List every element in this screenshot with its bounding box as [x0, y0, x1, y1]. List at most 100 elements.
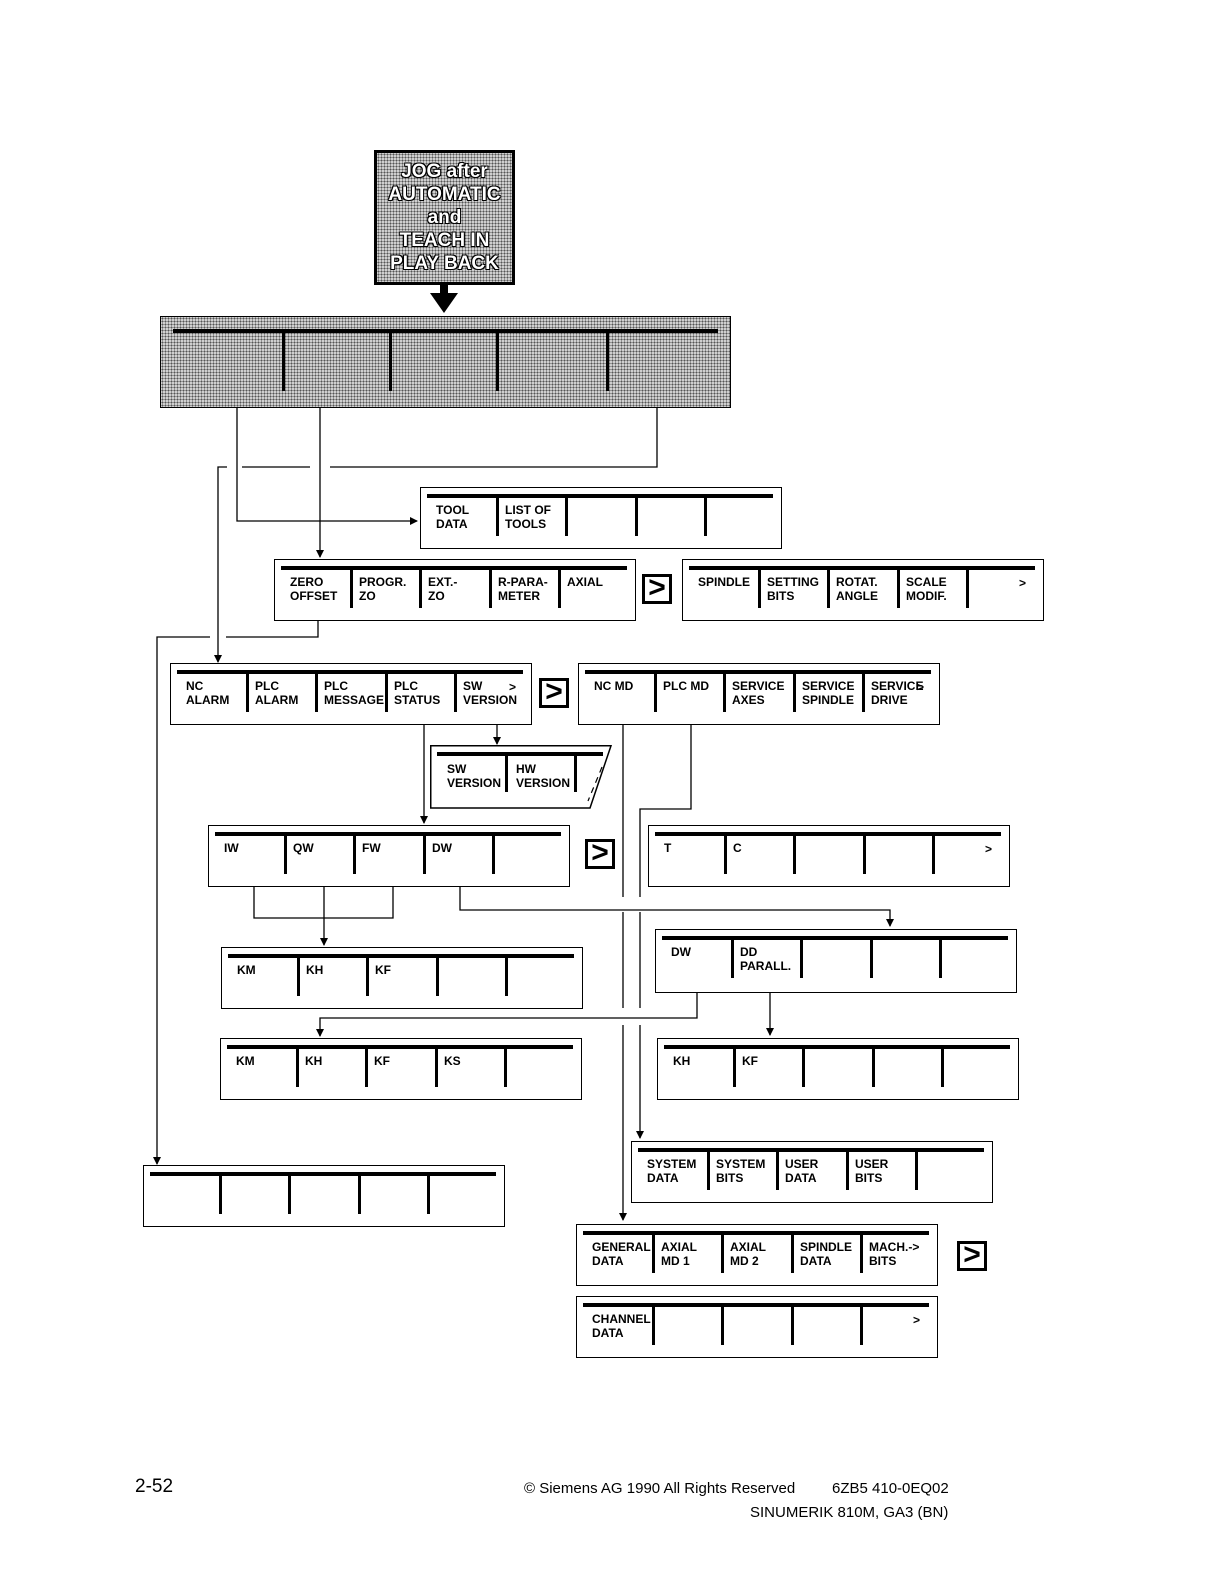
channel-data-menu-key-5[interactable]: > — [913, 1313, 921, 1327]
hw-version-key[interactable]: HW VERSION — [516, 762, 571, 790]
tc-menu-key-2[interactable]: C — [733, 841, 742, 855]
line-to-tool-menu — [236, 408, 418, 525]
nc-md-menu: NC MD PLC MD SERVICE AXES SERVICE SPINDLE SE… — [578, 663, 940, 725]
km-menu-2: KM KH KF KS — [220, 1038, 582, 1100]
spindle-menu-key-5[interactable]: > — [1019, 576, 1027, 590]
kh-kf-menu: KH KF — [657, 1038, 1019, 1100]
softkey-1[interactable] — [282, 329, 285, 391]
nc-md-menu-more-indicator: > — [917, 680, 925, 694]
alarm-menu-key-5[interactable]: SW VERSION — [463, 679, 518, 707]
nc-md-menu-key-2[interactable]: PLC MD — [663, 679, 709, 693]
line-right-branch — [330, 408, 658, 468]
km-menu-2-key-1[interactable]: KM — [236, 1054, 255, 1068]
km-menu-1-key-1[interactable]: KM — [237, 963, 256, 977]
alarm-menu: NC ALARM PLC ALARM PLC MESSAGE PLC STATUS SW… — [170, 663, 532, 725]
km-menu-2-key-4[interactable]: KS — [444, 1054, 461, 1068]
system-data-menu-key-3[interactable]: USER DATA — [785, 1157, 819, 1185]
main-arrow — [430, 285, 458, 313]
more-arrow-alarm[interactable]: > — [539, 677, 569, 708]
copyright: © Siemens AG 1990 All Rights Reserved — [524, 1480, 796, 1497]
line-to-empty-menu — [153, 636, 210, 1165]
dw-menu-key-2[interactable]: DD PARALL. — [740, 945, 792, 973]
product-name: SINUMERIK 810M, GA3 (BN) — [750, 1504, 949, 1521]
general-data-menu: GENERAL DATA AXIAL MD 1 AXIAL MD 2 SPINDLE … — [576, 1224, 938, 1286]
jog-line-5: PLAY BACK — [390, 253, 499, 274]
alarm-menu-key-2[interactable]: PLC ALARM — [255, 679, 299, 707]
tc-menu-key-5[interactable]: > — [985, 842, 993, 856]
nc-md-menu-key-3[interactable]: SERVICE AXES — [732, 679, 785, 707]
tc-menu-key-1[interactable]: T — [664, 841, 672, 855]
order-number: 6ZB5 410-0EQ02 — [832, 1480, 949, 1497]
channel-data-menu: CHANNEL DATA > — [576, 1296, 938, 1358]
zero-offset-menu: ZERO OFFSET PROGR. ZO EXT.- ZO R-PARA- METE… — [274, 559, 636, 621]
general-data-menu-key-4[interactable]: SPINDLE DATA — [800, 1240, 853, 1268]
spindle-menu-key-4[interactable]: SCALE MODIF. — [906, 575, 947, 603]
line-plcmd-a — [639, 725, 692, 897]
more-arrow-general[interactable]: > — [957, 1240, 987, 1271]
general-data-menu-key-1[interactable]: GENERAL DATA — [592, 1240, 651, 1268]
iw-menu-key-2[interactable]: QW — [293, 841, 314, 855]
km-menu-1-key-2[interactable]: KH — [306, 963, 324, 977]
alarm-menu-key-1[interactable]: NC ALARM — [186, 679, 230, 707]
general-data-menu-key-5[interactable]: MACH.-> BITS — [869, 1240, 920, 1268]
jog-line-2: AUTOMATIC — [388, 184, 501, 205]
jog-line-3: and — [427, 207, 462, 228]
kh-kf-menu-key-2[interactable]: KF — [742, 1054, 758, 1068]
zero-offset-menu-key-5[interactable]: AXIAL — [567, 575, 603, 589]
spindle-menu-key-3[interactable]: ROTAT. ANGLE — [836, 575, 878, 603]
spindle-menu-key-2[interactable]: SETTING BITS — [767, 575, 820, 603]
sw-version-menu: SW VERSION HW VERSION — [430, 745, 612, 809]
system-data-menu-key-1[interactable]: SYSTEM DATA — [647, 1157, 697, 1185]
softkey-4[interactable] — [606, 329, 609, 391]
tool-menu: TOOL DATA LIST OF TOOLS — [420, 487, 782, 549]
tool-menu-key-2[interactable]: LIST OF TOOLS — [505, 503, 551, 531]
channel-data-menu-key-1[interactable]: CHANNEL DATA — [592, 1312, 651, 1340]
nc-md-menu-key-1[interactable]: NC MD — [594, 679, 634, 693]
nc-md-menu-key-4[interactable]: SERVICE SPINDLE — [802, 679, 855, 707]
iw-menu-key-4[interactable]: DW — [432, 841, 452, 855]
more-arrow-zero[interactable]: > — [642, 573, 672, 604]
dw-menu: DW DD PARALL. — [655, 929, 1017, 993]
general-data-menu-key-3[interactable]: AXIAL MD 2 — [730, 1240, 766, 1268]
kh-kf-menu-key-1[interactable]: KH — [673, 1054, 691, 1068]
general-data-menu-key-2[interactable]: AXIAL MD 1 — [661, 1240, 697, 1268]
sw-version-key[interactable]: SW VERSION — [447, 762, 502, 790]
km-menu-2-key-2[interactable]: KH — [305, 1054, 323, 1068]
zero-offset-menu-key-2[interactable]: PROGR. ZO — [359, 575, 407, 603]
system-data-menu: SYSTEM DATA SYSTEM BITS USER DATA USER BITS — [631, 1141, 993, 1203]
tc-menu: T C > — [648, 825, 1010, 887]
line-to-dw-menu — [459, 886, 894, 927]
nc-md-menu-key-5[interactable]: SERVICE DRIVE — [871, 679, 924, 707]
jog-mode-box: JOG after AUTOMATIC and TEACH IN PLAY BA… — [374, 150, 515, 285]
softkey-3[interactable] — [496, 329, 499, 391]
alarm-menu-more-indicator: > — [509, 680, 517, 694]
spindle-menu: SPINDLE SETTING BITS ROTAT. ANGLE SCALE MOD… — [682, 559, 1044, 621]
empty-menu — [143, 1165, 505, 1227]
system-data-menu-key-4[interactable]: USER BITS — [855, 1157, 889, 1185]
km-menu-1: KM KH KF — [221, 947, 583, 1009]
zero-offset-menu-key-1[interactable]: ZERO OFFSET — [290, 575, 338, 603]
alarm-menu-key-3[interactable]: PLC MESSAGE — [324, 679, 385, 707]
iw-menu: IW QW FW DW — [208, 825, 570, 887]
km-menu-1-key-3[interactable]: KF — [375, 963, 391, 977]
iw-menu-key-1[interactable]: IW — [224, 841, 239, 855]
page-number: 2-52 — [135, 1476, 174, 1497]
alarm-menu-key-4[interactable]: PLC STATUS — [394, 679, 441, 707]
iw-menu-key-3[interactable]: FW — [362, 841, 381, 855]
system-data-menu-key-2[interactable]: SYSTEM BITS — [716, 1157, 766, 1185]
jog-line-4: TEACH IN — [399, 230, 490, 251]
km-menu-2-key-3[interactable]: KF — [374, 1054, 390, 1068]
zero-offset-menu-key-3[interactable]: EXT.- ZO — [428, 575, 458, 603]
more-arrow-iw[interactable]: > — [585, 838, 615, 869]
dw-menu-key-1[interactable]: DW — [671, 945, 691, 959]
line-zero-down — [226, 620, 319, 638]
tool-menu-key-1[interactable]: TOOL DATA — [436, 503, 470, 531]
main-softkey-menu — [160, 316, 731, 408]
line-to-km2 — [316, 993, 698, 1037]
spindle-menu-key-1[interactable]: SPINDLE — [698, 575, 751, 589]
zero-offset-menu-key-4[interactable]: R-PARA- METER — [498, 575, 548, 603]
jog-line-1: JOG after — [401, 161, 488, 182]
line-to-alarm-menu — [214, 466, 227, 663]
softkey-2[interactable] — [389, 329, 392, 391]
